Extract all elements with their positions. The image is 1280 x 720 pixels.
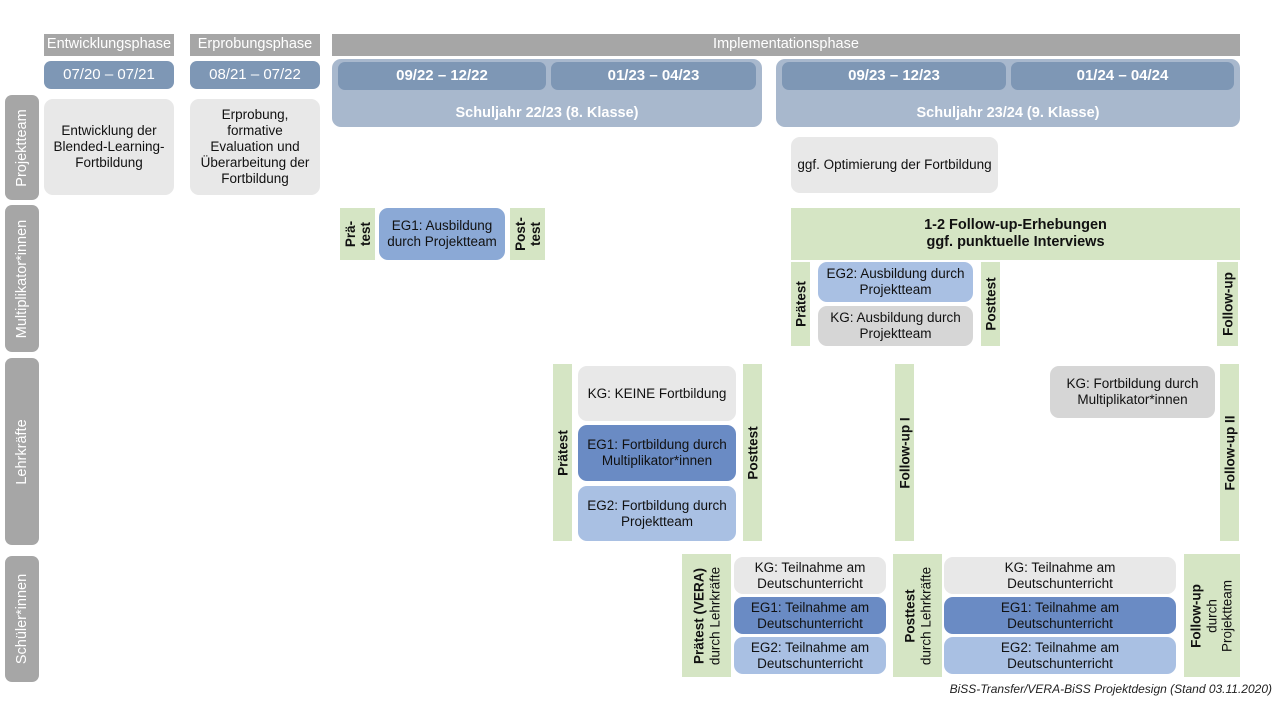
marker-followup-schueler-text: Follow-up durch Projektteam (1188, 579, 1235, 652)
band-followup-erhebungen: 1-2 Follow-up-Erhebungen ggf. punktuelle… (791, 208, 1240, 260)
box-kg-teilnahme-deutschunterricht-right: KG: Teilnahme am Deutschunterricht (944, 557, 1176, 594)
marker-followup-2-lehrkraefte-text: Follow-up II (1221, 415, 1237, 490)
phase-banner-implementationsphase: Implementationsphase (332, 34, 1240, 56)
period-09-23-12-23: 09/23 – 12/23 (782, 62, 1006, 90)
marker-posttest-multiplikator-text: Post- test (512, 217, 543, 251)
period-08-21-07-22: 08/21 – 07/22 (190, 61, 320, 89)
box-kg-teilnahme-deutschunterricht-left: KG: Teilnahme am Deutschunterricht (734, 557, 886, 594)
marker-posttest-multiplikator-2: Posttest (981, 262, 1000, 346)
box-kg-ausbildung-projektteam: KG: Ausbildung durch Projektteam (818, 306, 973, 346)
marker-praetest-multiplikator-text: Prä- test (342, 220, 373, 248)
marker-posttest-multiplikator-2-text: Posttest (982, 277, 998, 331)
box-eg1-teilnahme-deutschunterricht-right: EG1: Teilnahme am Deutschunterricht (944, 597, 1176, 634)
period-01-24-04-24: 01/24 – 04/24 (1011, 62, 1234, 90)
marker-followup-schueler: Follow-up durch Projektteam (1184, 554, 1240, 677)
period-07-20-07-21: 07/20 – 07/21 (44, 61, 174, 89)
row-label-schuelerinnen: Schüler*innen (5, 556, 39, 682)
row-label-lehrkraefte-text: Lehrkräfte (14, 418, 30, 485)
marker-posttest-lehrkraefte-text: Posttest (744, 425, 760, 480)
marker-posttest-schueler: Posttest durch Lehrkräfte (893, 554, 942, 677)
band-followup-line1: 1-2 Follow-up-Erhebungen (924, 216, 1107, 233)
box-entwicklung-blended-learning: Entwicklung der Blended-Learning-Fortbil… (44, 99, 174, 195)
marker-followup-1-lehrkraefte-text: Follow-up I (896, 416, 912, 489)
phase-banner-entwicklungsphase: Entwicklungsphase (44, 34, 174, 56)
marker-praetest-multiplikator: Prä- test (340, 208, 375, 260)
row-label-multiplikatorinnen-text: Multiplikator*innen (14, 219, 30, 338)
box-kg-keine-fortbildung: KG: KEINE Fortbildung (578, 366, 736, 421)
marker-followup-multiplikator-text: Follow-up (1219, 272, 1235, 336)
schoolyear-label-2324: Schuljahr 23/24 (9. Klasse) (916, 105, 1100, 121)
marker-praetest-multiplikator-2: Prätest (791, 262, 810, 346)
marker-posttest-schueler-text: Posttest durch Lehrkräfte (901, 566, 933, 665)
box-kg-fortbildung-multiplikator: KG: Fortbildung durch Multiplikator*inne… (1050, 366, 1215, 418)
marker-praetest-vera-schueler-text: Prätest (VERA) durch Lehrkräfte (690, 566, 722, 665)
row-label-multiplikatorinnen: Multiplikator*innen (5, 205, 39, 352)
box-eg2-fortbildung-projektteam: EG2: Fortbildung durch Projektteam (578, 486, 736, 541)
box-erprobung-evaluation: Erprobung, formative Evaluation und Über… (190, 99, 320, 195)
marker-posttest-lehrkraefte: Posttest (743, 364, 762, 541)
schoolyear-label-2223: Schuljahr 22/23 (8. Klasse) (455, 105, 639, 121)
box-eg1-fortbildung-multiplikator: EG1: Fortbildung durch Multiplikator*inn… (578, 425, 736, 481)
row-label-projektteam: Projektteam (5, 95, 39, 200)
schoolyear-band-2324: 09/23 – 12/23 01/24 – 04/24 Schuljahr 23… (776, 59, 1240, 127)
box-eg2-ausbildung-projektteam: EG2: Ausbildung durch Projektteam (818, 262, 973, 302)
phase-banner-erprobungsphase: Erprobungsphase (190, 34, 320, 56)
schoolyear-band-2223: 09/22 – 12/22 01/23 – 04/23 Schuljahr 22… (332, 59, 762, 127)
marker-praetest-lehrkraefte: Prätest (553, 364, 572, 541)
marker-followup-1-lehrkraefte: Follow-up I (895, 364, 914, 541)
marker-praetest-vera-schueler: Prätest (VERA) durch Lehrkräfte (682, 554, 731, 677)
marker-praetest-lehrkraefte-text: Prätest (554, 429, 570, 476)
period-01-23-04-23: 01/23 – 04/23 (551, 62, 756, 90)
period-09-22-12-22: 09/22 – 12/22 (338, 62, 546, 90)
row-label-lehrkraefte: Lehrkräfte (5, 358, 39, 545)
band-followup-line2: ggf. punktuelle Interviews (926, 234, 1105, 250)
marker-posttest-multiplikator: Post- test (510, 208, 545, 260)
row-label-schuelerinnen-text: Schüler*innen (14, 573, 30, 665)
box-eg1-teilnahme-deutschunterricht-left: EG1: Teilnahme am Deutschunterricht (734, 597, 886, 634)
footer-caption: BiSS-Transfer/VERA-BiSS Projektdesign (S… (949, 682, 1272, 696)
box-ggf-optimierung-fortbildung: ggf. Optimierung der Fortbildung (791, 137, 998, 193)
marker-followup-multiplikator: Follow-up (1217, 262, 1238, 346)
box-eg2-teilnahme-deutschunterricht-right: EG2: Teilnahme am Deutschunterricht (944, 637, 1176, 674)
marker-followup-2-lehrkraefte: Follow-up II (1220, 364, 1239, 541)
box-eg2-teilnahme-deutschunterricht-left: EG2: Teilnahme am Deutschunterricht (734, 637, 886, 674)
marker-praetest-multiplikator-2-text: Prätest (792, 281, 808, 327)
row-label-projektteam-text: Projektteam (14, 108, 30, 187)
box-eg1-ausbildung-projektteam: EG1: Ausbildung durch Projektteam (379, 208, 505, 260)
